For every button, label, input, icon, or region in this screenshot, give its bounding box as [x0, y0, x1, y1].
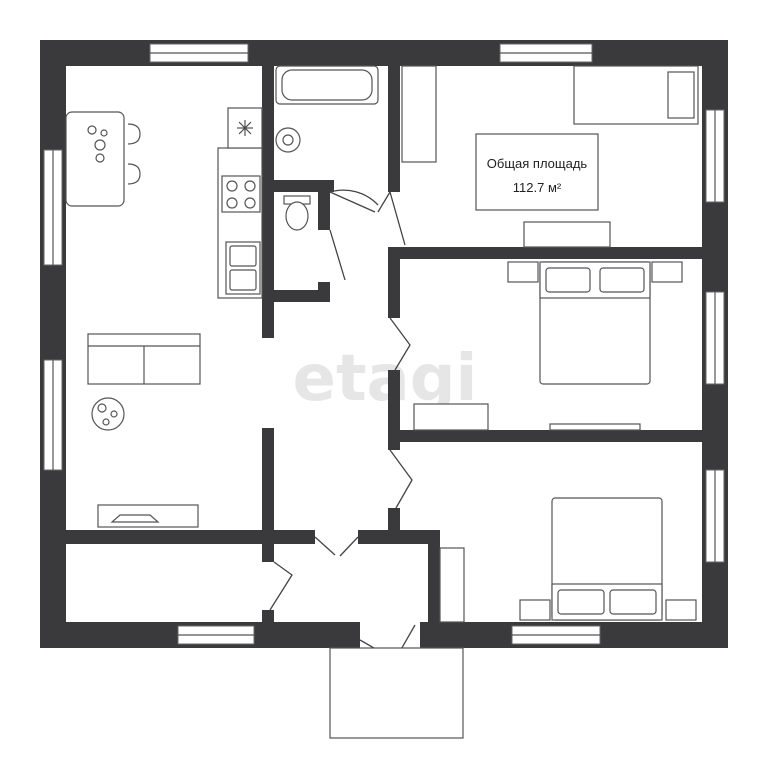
area-value: 112.7 м² — [513, 180, 562, 195]
area-box — [475, 133, 599, 211]
wardrobe — [401, 65, 437, 163]
nightstand-2 — [651, 261, 683, 283]
bedroom-middle — [413, 261, 683, 431]
tv-stand — [97, 504, 199, 528]
stove-icon — [221, 175, 261, 213]
porch — [329, 647, 464, 739]
living-room — [87, 333, 201, 528]
single-bed — [573, 65, 699, 125]
kitchen — [65, 107, 263, 299]
bathtub — [275, 65, 379, 105]
desk — [523, 221, 611, 248]
snowflake-icon — [237, 120, 253, 136]
shelf — [549, 423, 641, 431]
interior-walls — [40, 40, 716, 648]
bathroom — [275, 65, 379, 231]
chair-1 — [127, 123, 141, 145]
wardrobe-2 — [439, 547, 465, 623]
flower-icon — [91, 397, 125, 431]
chair-2 — [127, 163, 141, 185]
bedroom-top: Общая площадь 112.7 м² — [401, 65, 699, 248]
windows — [43, 43, 725, 645]
nightstand-4 — [665, 599, 697, 621]
nightstand-1 — [507, 261, 539, 283]
toilet-icon — [283, 195, 311, 231]
bedroom-bottom — [439, 497, 697, 623]
dresser — [413, 403, 489, 431]
dining-table — [65, 111, 125, 207]
nightstand-3 — [519, 599, 551, 621]
washbasin — [275, 127, 301, 153]
area-label: Общая площадь — [487, 156, 588, 171]
sink-icon — [225, 241, 261, 295]
